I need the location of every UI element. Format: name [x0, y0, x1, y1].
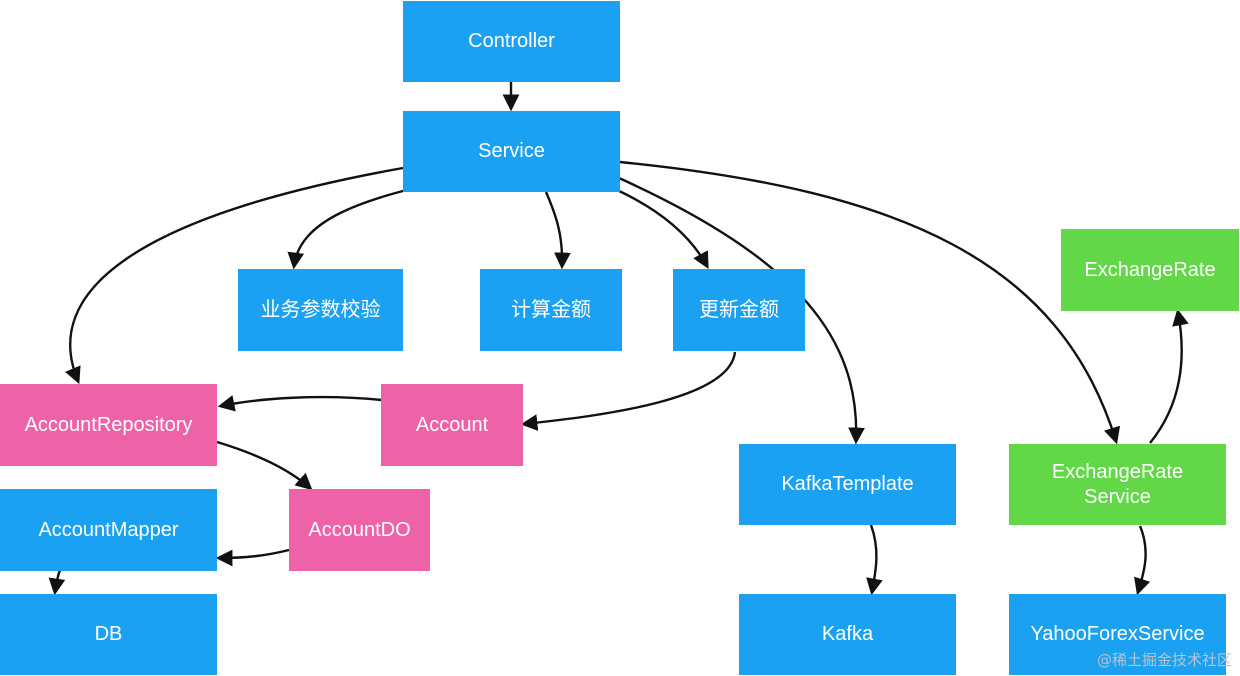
db-node: DB	[0, 594, 217, 675]
edge-exchange-rate-service-exchange-rate	[1149, 308, 1189, 444]
controller-node: Controller	[403, 1, 620, 82]
update-amount-label: 更新金额	[699, 298, 779, 321]
validate-params-node: 业务参数校验	[238, 269, 403, 351]
exchange-rate-node: ExchangeRate	[1061, 229, 1239, 311]
edge-account-account-repository	[217, 395, 383, 412]
account-mapper-label: AccountMapper	[38, 518, 179, 541]
edge-service-validate-params	[287, 180, 441, 270]
exchange-rate-label: ExchangeRate	[1084, 258, 1216, 281]
calc-amount-label: 计算金额	[511, 298, 591, 321]
watermark: @稀土掘金技术社区	[1096, 651, 1232, 669]
exchange-rate-service-node: ExchangeRate Service	[1009, 444, 1226, 525]
edge-service-kafka-template	[618, 176, 865, 445]
yahoo-forex-service-label: YahooForexService	[1030, 623, 1205, 645]
kafka-label: Kafka	[821, 623, 874, 645]
edge-account-mapper-db	[48, 569, 66, 596]
account-repository-label: AccountRepository	[24, 413, 193, 436]
kafka-template-node: KafkaTemplate	[739, 444, 956, 525]
kafka-template-label: KafkaTemplate	[781, 473, 914, 495]
edge-account-do-account-mapper	[215, 548, 290, 567]
validate-params-label: 业务参数校验	[260, 298, 381, 321]
edge-service-exchange-rate-service	[619, 160, 1121, 445]
edge-service-account-repository	[65, 166, 404, 385]
account-do-label: AccountDO	[308, 518, 411, 541]
edge-kafka-template-kafka	[866, 524, 883, 596]
service-node: Service	[403, 111, 620, 192]
yahoo-forex-service-node: YahooForexService	[1009, 594, 1226, 675]
account-do-node: AccountDO	[289, 489, 430, 571]
account-mapper-node: AccountMapper	[0, 489, 217, 571]
edge-update-amount-account	[520, 351, 737, 431]
calc-amount-node: 计算金额	[480, 269, 622, 351]
edge-account-repository-account-do	[216, 440, 313, 491]
account-node: Account	[381, 384, 523, 466]
edge-service-update-amount	[616, 188, 709, 269]
account-label: Account	[415, 413, 489, 436]
exchange-rate-service-label: ExchangeRate Service	[1051, 460, 1184, 508]
edge-exchange-rate-service-yahoo-forex-service	[1134, 525, 1151, 596]
kafka-node: Kafka	[739, 594, 956, 675]
update-amount-node: 更新金额	[673, 269, 805, 351]
account-repository-node: AccountRepository	[0, 384, 217, 466]
edge-service-calc-amount	[544, 191, 571, 270]
db-label: DB	[94, 623, 123, 645]
service-label: Service	[478, 140, 545, 162]
controller-label: Controller	[468, 30, 555, 52]
